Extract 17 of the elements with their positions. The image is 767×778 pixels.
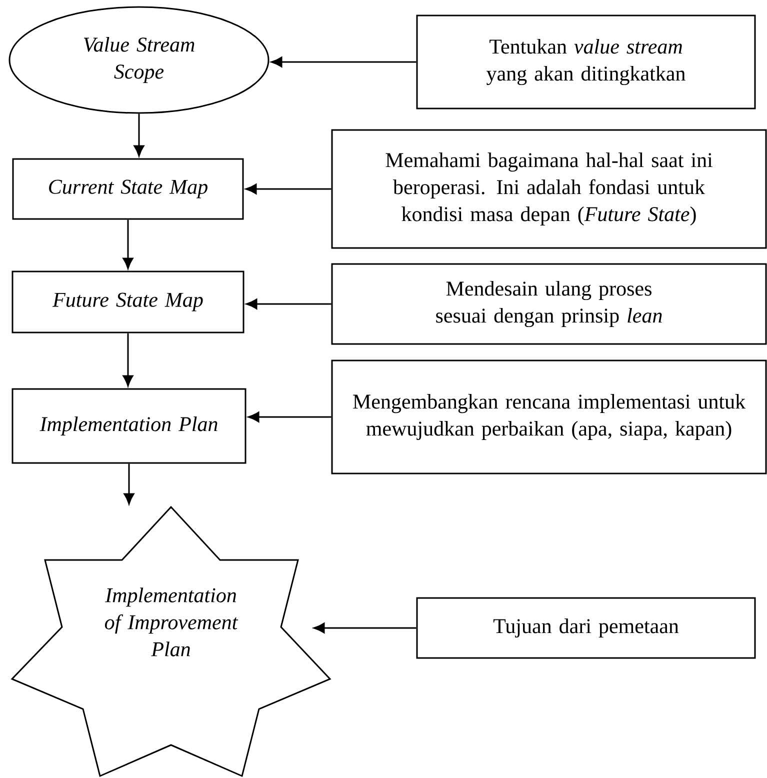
process-box: Memahami bagaimana hal-hal saat ini beroperasi. Ini adalah fondasi untuk kondisi masa depan (Future State) [331, 129, 767, 249]
process-box: Current State Map [12, 158, 244, 220]
arrow [314, 622, 416, 634]
arrow [134, 114, 144, 156]
arrow [246, 184, 332, 194]
arrow [248, 412, 332, 422]
process-box: Implementation Plan [12, 388, 246, 464]
arrow [124, 464, 134, 504]
process-box: Mendesain ulang proses sesuai dengan prinsip lean [331, 263, 767, 345]
process-box: Future State Map [12, 270, 244, 334]
process-box: Tujuan dari pemetaan [416, 597, 756, 659]
arrow [122, 333, 134, 386]
process-box: Mengembangkan rencana implementasi untuk mewujudkan perbaikan (apa, siapa, kapan) [331, 360, 767, 474]
arrow [122, 220, 134, 269]
arrow [246, 298, 332, 310]
process-box: Tentukan value stream yang akan ditingkatkan [416, 14, 756, 110]
arrow [271, 56, 416, 68]
